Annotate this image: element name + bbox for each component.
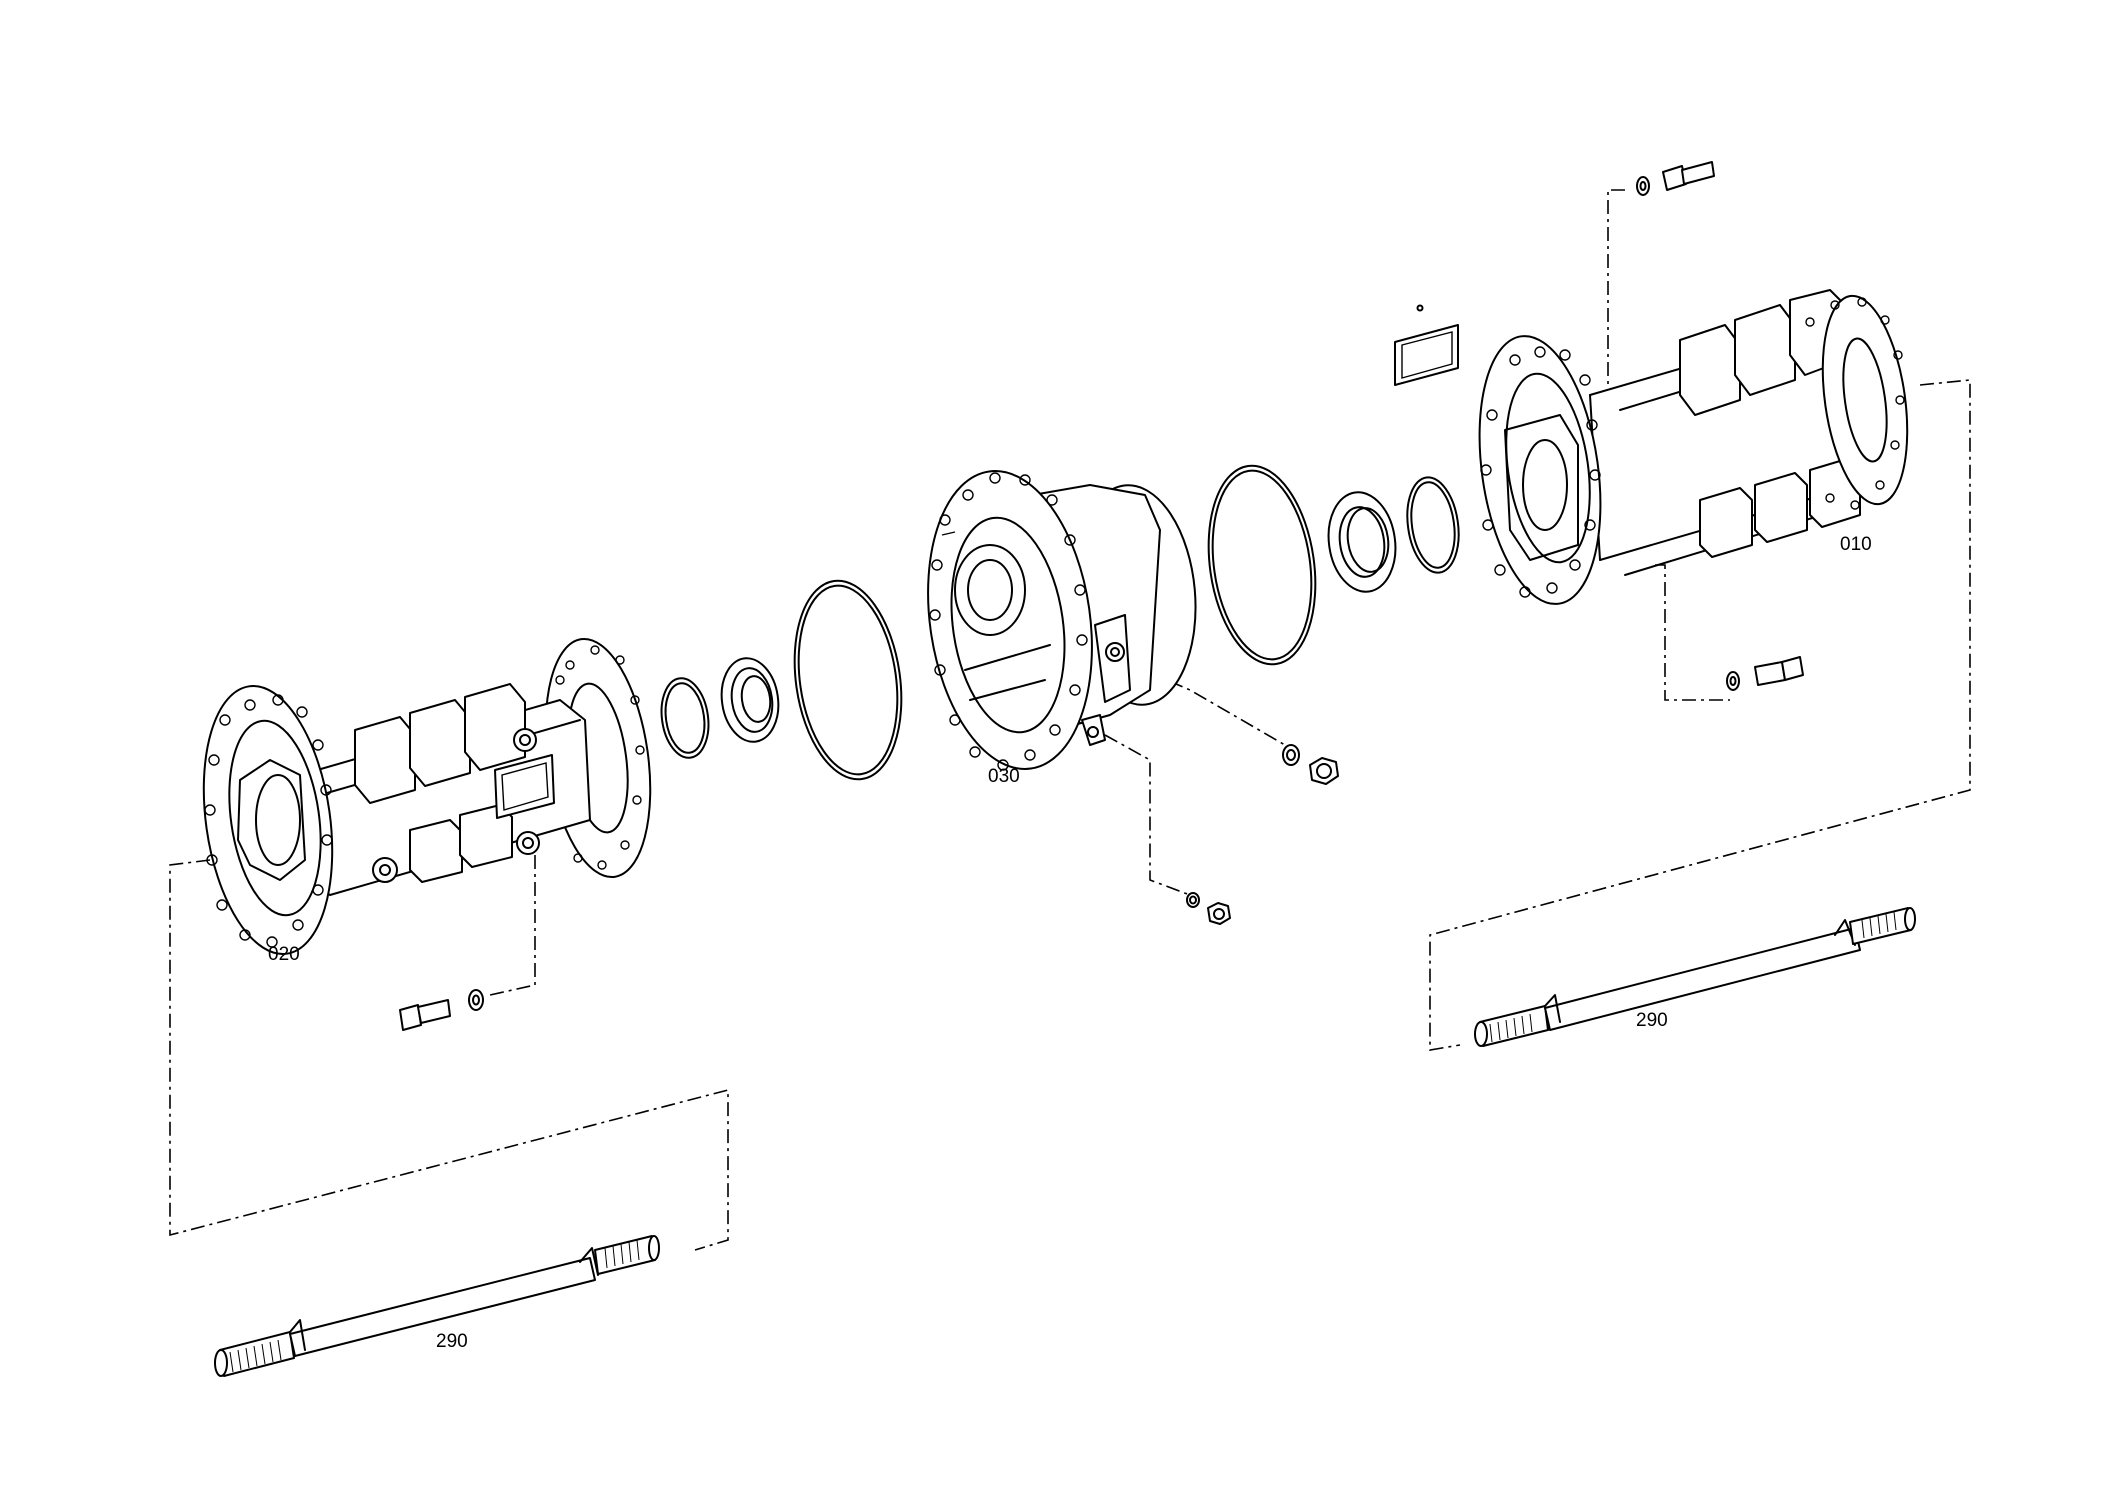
- bearing-left: [720, 657, 780, 743]
- nameplate: [1394, 304, 1459, 386]
- o-ring-left-small: [660, 677, 710, 759]
- shaft-right: [1474, 907, 1916, 1047]
- axle-housing-left: [202, 637, 652, 955]
- center-housing: [927, 470, 1197, 771]
- label-shaft-left: 290: [436, 1331, 468, 1352]
- bolt-bottom-right: [1726, 656, 1804, 691]
- o-ring-right-small: [1406, 476, 1460, 574]
- shaft-left: [214, 1235, 660, 1377]
- o-ring-left-large: [793, 579, 903, 781]
- label-part-010: 010: [1840, 534, 1872, 555]
- o-ring-right-large: [1207, 464, 1317, 666]
- axle-housing-right: [1478, 289, 1909, 605]
- seal-right: [1327, 491, 1397, 593]
- bolt-left: [399, 989, 484, 1031]
- label-part-020: 020: [268, 944, 300, 965]
- bolt-top-right: [1636, 161, 1715, 196]
- plug-drain: [1186, 892, 1231, 925]
- nut-centre-right: [1282, 744, 1339, 785]
- label-shaft-right: 290: [1636, 1010, 1668, 1031]
- label-part-030: 030: [988, 766, 1020, 787]
